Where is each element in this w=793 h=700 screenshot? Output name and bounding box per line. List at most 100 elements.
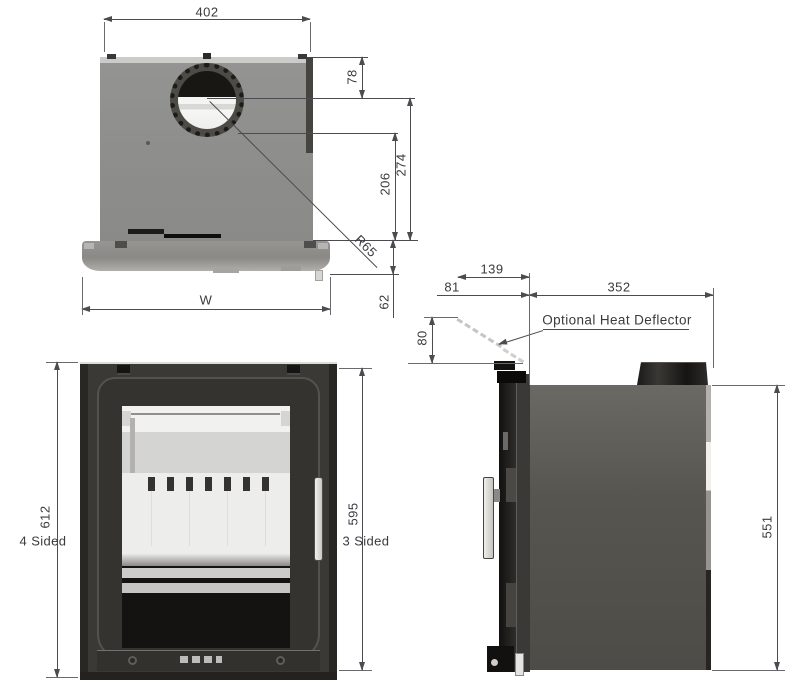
dim-612-ext-bottom	[46, 677, 78, 678]
dim-62-label: 62	[376, 294, 392, 310]
dim-402-label: 402	[195, 4, 219, 20]
fascia-highlight-left	[84, 243, 94, 249]
dim-551-ext-bottom	[712, 670, 785, 671]
log-retainer-bar-2	[122, 583, 290, 593]
side-door-tab-1	[506, 468, 516, 502]
front-frame-left-edge	[80, 364, 88, 678]
dim-551-ext-top	[712, 385, 785, 386]
side-rear-edge	[706, 385, 711, 670]
brick-notch-2	[167, 477, 174, 491]
dim-402-ext-right	[310, 22, 311, 52]
dim-80-ext-bottom	[408, 363, 523, 364]
dim-78-line	[359, 56, 365, 99]
dim-551-line	[774, 384, 780, 671]
dim-w-ext-right	[330, 277, 331, 315]
top-view-rear-bolt	[203, 53, 211, 59]
dim-612-ext-top	[46, 362, 78, 363]
dim-78-label: 78	[344, 69, 360, 85]
brick-notch-3	[186, 477, 193, 491]
side-door-tab-2	[506, 583, 516, 627]
dim-402-ext-left	[104, 22, 105, 52]
top-view-right-edge	[306, 57, 313, 153]
dim-206-label: 206	[377, 172, 393, 196]
side-door-top-bar-2	[497, 371, 526, 383]
top-view-rear-tab-left	[107, 54, 116, 59]
ref-line-flue-tangent	[238, 133, 398, 134]
dim-81-line	[437, 292, 530, 298]
door-bottom-hinge-left	[128, 656, 137, 665]
dim-81-label: 81	[444, 279, 460, 295]
dim-612-label: 612	[37, 505, 53, 529]
dim-402-line	[103, 16, 311, 22]
fascia-tab-2	[281, 266, 301, 271]
dim-80-line	[429, 316, 435, 364]
r65-label: R65	[351, 231, 381, 261]
front-frame-top-edge	[80, 362, 337, 364]
side-door-tab-3	[503, 432, 508, 450]
ref-line-rear-edge	[313, 57, 368, 58]
label-3-sided: 3 Sided	[342, 533, 390, 549]
airwash-block-left	[122, 411, 131, 426]
brick-joint-line-2	[189, 491, 190, 546]
heat-deflector-note: Optional Heat Deflector	[542, 312, 692, 328]
top-view-rear-edge	[100, 57, 313, 63]
firebrick-fade	[122, 554, 290, 566]
baffle-band	[122, 432, 290, 473]
dim-274-label: 274	[393, 153, 409, 177]
side-foot-white-tab	[515, 653, 524, 676]
dim-551-label: 551	[759, 515, 775, 539]
dim-w-ext-left	[82, 277, 83, 315]
side-door-back-plate	[517, 374, 530, 672]
dim-595-ext-top	[339, 368, 372, 369]
brick-notch-4	[205, 477, 212, 491]
dim-612-line	[54, 361, 60, 678]
ref-line-fascia-bottom	[330, 274, 399, 275]
airwash-bar	[130, 413, 280, 415]
side-foot-dot	[491, 659, 498, 666]
brick-notch-6	[243, 477, 250, 491]
brick-joint-line-1	[151, 491, 152, 546]
ref-line-flue-center	[207, 98, 415, 99]
heat-deflector-leader	[497, 330, 544, 348]
dim-352-label: 352	[607, 279, 631, 295]
ref-line-body-front	[313, 240, 418, 241]
fascia-hinge-right	[304, 241, 316, 248]
dim-80-ext-top	[424, 317, 458, 318]
top-view-front-slot-2	[164, 234, 221, 238]
log-retainer-bar-1	[122, 568, 290, 578]
door-bottom-hinge-right	[276, 656, 285, 665]
dim-w-label: W	[199, 292, 213, 308]
brick-notch-5	[224, 477, 231, 491]
brick-joint-line-3	[227, 491, 228, 546]
heat-deflector-underline	[543, 329, 689, 330]
top-view-screw-dot	[146, 141, 150, 145]
dim-595-label: 595	[345, 502, 361, 526]
side-foot-bracket	[487, 646, 514, 672]
dim-352-line	[528, 292, 714, 298]
fascia-tab-1	[213, 268, 239, 273]
side-body	[530, 385, 710, 670]
dim-352-ext-right	[713, 288, 714, 368]
fascia-highlight-right	[318, 243, 328, 249]
heat-deflector-dashes-1	[456, 318, 503, 349]
door-handle-front	[314, 477, 323, 561]
fascia-latch	[315, 270, 323, 281]
side-door-handle	[483, 477, 494, 559]
brick-notch-1	[148, 477, 155, 491]
dim-595-ext-bottom	[339, 670, 372, 671]
dim-139-line	[457, 274, 530, 280]
dim-274-line	[407, 97, 413, 241]
door-glass	[122, 406, 290, 648]
top-view-front-slot-1	[128, 229, 164, 234]
top-view-rear-tab-right	[298, 54, 307, 59]
dim-w-line	[81, 306, 331, 312]
dim-62-tail	[393, 274, 394, 318]
brick-joint-line-4	[265, 491, 266, 546]
door-bottom-latch	[176, 656, 222, 663]
door-hinge-top-left	[117, 365, 130, 375]
airwash-block-right	[281, 411, 290, 426]
front-frame-right-edge	[329, 364, 337, 678]
side-flue-collar	[637, 362, 708, 385]
side-door-front-plate	[499, 378, 517, 672]
dim-595-line	[359, 367, 365, 671]
